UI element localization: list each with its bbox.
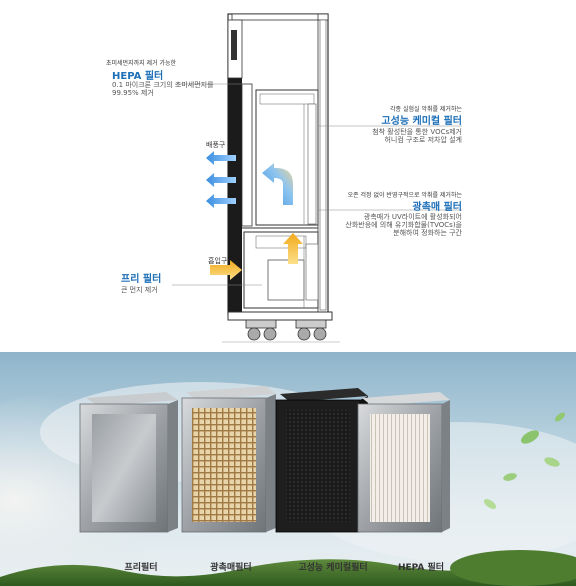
photocatalyst-caption: 오존 걱정 없이 반영구적으로 악취를 제거하는 bbox=[347, 192, 462, 199]
chemical-desc-line1: 첨착 활성탄을 통한 VOCs제거 bbox=[372, 128, 462, 136]
filter-label-chemical: 고성능 케미컬필터 bbox=[298, 563, 368, 573]
chemical-desc-line2: 허니컴 구조로 저차압 설계 bbox=[384, 136, 462, 144]
prefilter-panel bbox=[79, 392, 178, 533]
intake-label: 흡입구 bbox=[208, 257, 228, 265]
photocatalyst-title: 광촉매 필터 bbox=[412, 202, 462, 213]
curved-arrow bbox=[262, 163, 293, 205]
filter-label-prefilter: 프리필터 bbox=[124, 563, 158, 573]
photocatalyst-desc-line1: 광촉매가 UV라이트에 활성화되어 bbox=[363, 213, 462, 221]
up-arrow bbox=[283, 233, 303, 264]
exhaust-label: 배풍구 bbox=[206, 141, 226, 149]
hepa-panel bbox=[357, 392, 450, 533]
hepa-desc-line1: 0.1 마이크론 크기의 초미세먼지를 bbox=[112, 81, 214, 89]
prefilter-title: 프리 필터 bbox=[121, 274, 162, 285]
photocatalyst-panel bbox=[181, 386, 276, 533]
prefilter-desc: 큰 먼지 제거 bbox=[121, 286, 158, 294]
filter-label-photocatalyst: 광촉매필터 bbox=[210, 563, 252, 573]
intake-arrow bbox=[210, 260, 242, 280]
filters-illustration bbox=[0, 382, 576, 586]
exhaust-arrows bbox=[206, 151, 236, 208]
chemical-panel bbox=[275, 388, 368, 533]
filters-showcase: 프리필터 광촉매필터 고성능 케미컬필터 HEPA 필터 bbox=[0, 352, 576, 586]
air-purifier-diagram bbox=[172, 13, 462, 343]
hepa-caption: 초미세먼지까지 제거 가능한 bbox=[106, 60, 177, 67]
photocatalyst-desc-line3: 분해하여 정화하는 구간 bbox=[393, 229, 462, 237]
diagram-section: 초미세먼지까지 제거 가능한 HEPA 필터 0.1 마이크론 크기의 초미세먼… bbox=[106, 13, 462, 343]
chemical-caption: 각종 실험실 악취를 제거하는 bbox=[390, 106, 462, 113]
chemical-title: 고성능 케미컬 필터 bbox=[381, 116, 462, 127]
hepa-desc-line2: 99.95% 제거 bbox=[112, 89, 154, 97]
filter-label-hepa: HEPA 필터 bbox=[397, 563, 445, 573]
hepa-title: HEPA 필터 bbox=[112, 71, 164, 82]
photocatalyst-desc-line2: 산화반응에 의해 유기화합물(TVOCs)을 bbox=[345, 221, 462, 229]
